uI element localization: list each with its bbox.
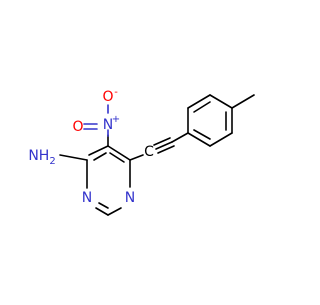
bond-ph-3-4	[209, 94, 233, 109]
bond-ph-inner-a	[193, 101, 211, 113]
bond-ph-5-6	[209, 132, 233, 147]
alkyne-triple-1	[155, 141, 173, 150]
nitro-n-charge: +	[112, 114, 120, 125]
bonds	[59, 94, 255, 216]
amine-subscript: 2	[49, 156, 55, 167]
bond-c4-nh2	[59, 154, 88, 161]
bond-c2-n3-inner	[98, 202, 109, 209]
amine-label: NH2	[28, 148, 55, 167]
bond-ph-inner-c	[193, 129, 211, 140]
alkyne-triple-3	[157, 145, 175, 154]
bond-methyl	[231, 94, 255, 109]
nitro-o-label: O	[102, 89, 113, 105]
bond-c4-c5-inner	[93, 152, 107, 161]
bond-c5-c6-inner	[109, 152, 125, 163]
nitro-o-double-label: O	[72, 119, 83, 135]
molecule-drawing: O - N + O NH2 N N C	[28, 87, 255, 216]
bond-ph-6-1	[187, 132, 211, 147]
bond-c5-c6	[107, 145, 131, 161]
alkyne-triple-2	[153, 137, 171, 146]
bond-c2-n3	[95, 207, 109, 216]
bond-c4-c5	[88, 145, 109, 156]
ring-n3-label: N	[82, 190, 92, 206]
nitro-n-label: N	[103, 117, 113, 133]
bond-ph-2-3	[187, 94, 211, 109]
amine-nh: NH	[28, 148, 49, 164]
ring-n1-label: N	[125, 190, 135, 206]
bond-alkyne-phenyl	[171, 132, 189, 143]
nitro-o-charge: -	[114, 87, 118, 98]
structure-diagram: O - N + O NH2 N N C	[28, 87, 255, 216]
bond-n1-c2	[107, 207, 122, 216]
atom-labels: O - N + O NH2 N N C	[28, 87, 154, 206]
bond-c6-alkyne	[129, 154, 144, 161]
nitro-bonds	[83, 104, 109, 137]
alkyne-c-label: C	[144, 144, 154, 160]
